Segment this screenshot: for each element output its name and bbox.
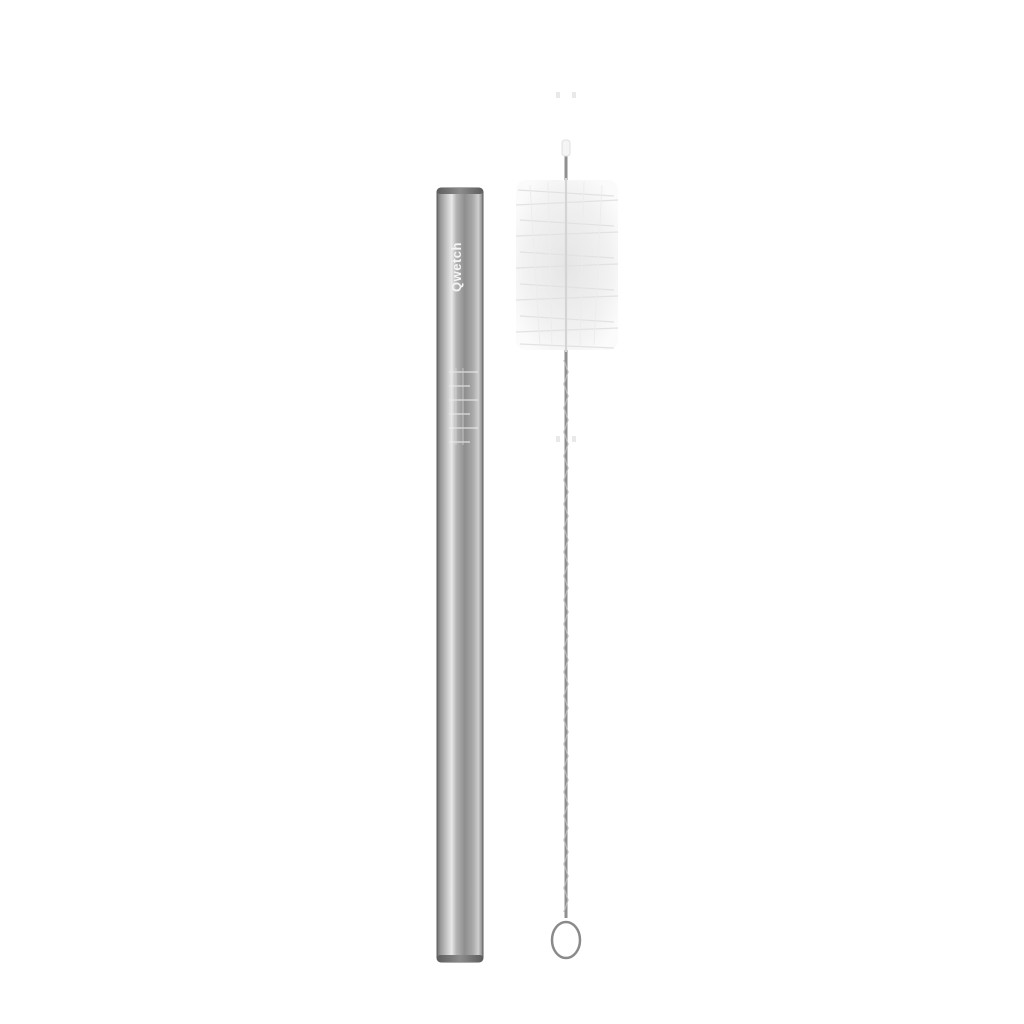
cleaning-brush [515, 92, 619, 960]
straw-brand-engraving: Qwetch [449, 242, 464, 292]
straw-body [436, 187, 484, 963]
straw-bottom-rim [437, 955, 483, 962]
faint-marks [556, 92, 576, 442]
straw [436, 187, 484, 963]
straw-top-rim [437, 188, 483, 194]
brush-loop [550, 920, 582, 960]
brush-bristles [515, 178, 619, 352]
